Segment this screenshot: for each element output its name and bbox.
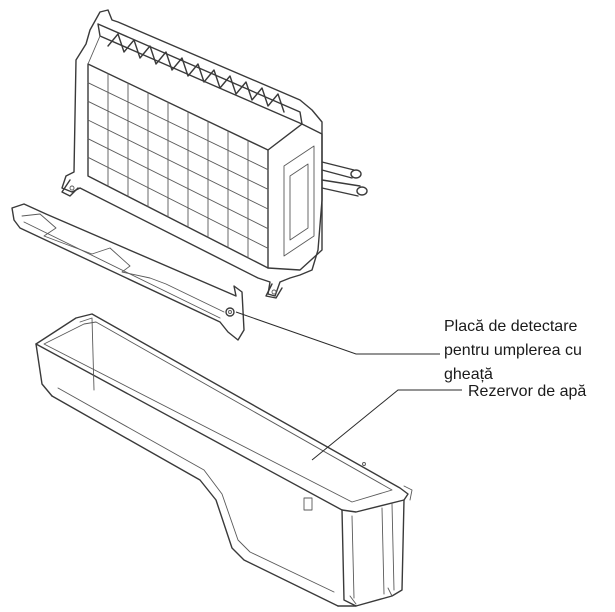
water-tank-label: Rezervor de apă	[468, 383, 586, 400]
detection-plate-leader	[235, 311, 440, 355]
grid-line	[87, 119, 269, 210]
grid-line	[87, 100, 269, 190]
water-tank	[35, 313, 413, 607]
grid-line	[87, 138, 269, 230]
detection-plate-label-line2: pentru umplerea cu	[444, 342, 582, 359]
ice-cube-grid	[87, 73, 269, 259]
detection-plate-label-line3: gheață	[444, 366, 493, 383]
detection-plate-label-line1: Placă de detectare	[444, 318, 578, 335]
water-tank-leader	[311, 389, 462, 461]
detection-plate	[11, 203, 245, 341]
grid-line	[87, 156, 269, 249]
grid-line	[87, 82, 269, 171]
